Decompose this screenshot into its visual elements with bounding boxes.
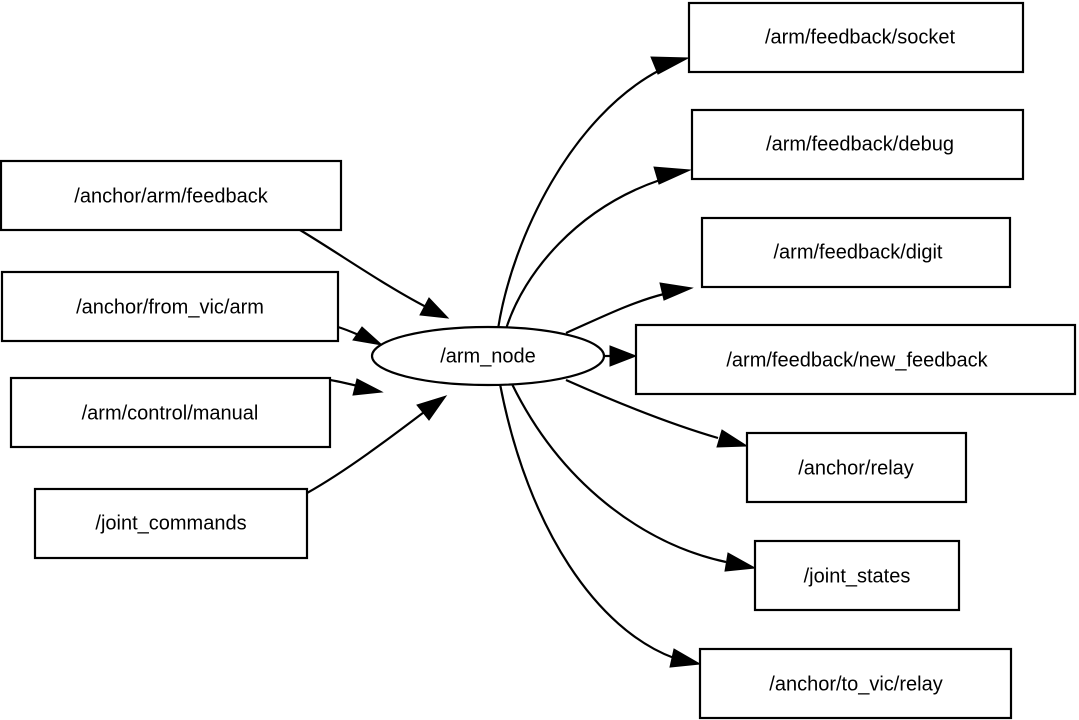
node-label: /arm_node: [440, 345, 536, 367]
node-label: /joint_commands: [95, 512, 246, 534]
arrowhead-icon: [653, 166, 692, 185]
node-box[interactable]: [745, 431, 968, 504]
edge-arm-node-to-arm-feedback-socket: [496, 56, 690, 330]
arrowhead-icon: [419, 297, 450, 319]
node-arm-control-manual[interactable]: /arm/control/manual: [9, 376, 332, 449]
arrowhead-icon: [724, 552, 757, 572]
node-arm-feedback-socket[interactable]: /arm/feedback/socket: [687, 1, 1025, 74]
node-box[interactable]: [698, 647, 1013, 720]
edge-line: [299, 229, 433, 311]
output-topic-nodes: /arm/feedback/socket /arm/feedback/debug…: [634, 1, 1077, 720]
node-box[interactable]: [700, 216, 1012, 289]
edge-arm-node-to-anchor-to-vic-relay: [498, 383, 702, 668]
node-box[interactable]: [0, 270, 340, 343]
edge-line: [511, 383, 727, 564]
node-label: /arm/feedback/digit: [774, 241, 943, 263]
edge-arm-node-to-arm-feedback-digit: [565, 282, 694, 335]
edge-arm-node-to-anchor-relay: [565, 378, 749, 448]
node-label: /arm/feedback/debug: [766, 133, 954, 155]
arrowhead-icon: [716, 429, 749, 448]
edge-arm-node-to-joint-states: [511, 383, 757, 572]
node-label: /anchor/from_vic/arm: [76, 296, 264, 318]
node-box[interactable]: [33, 487, 309, 560]
input-topic-nodes: /anchor/arm/feedback /anchor/from_vic/ar…: [0, 159, 343, 560]
edge-line: [504, 178, 661, 330]
node-label: /anchor/arm/feedback: [74, 185, 268, 207]
node-ellipse[interactable]: [370, 325, 606, 387]
arrowhead-icon: [352, 378, 384, 396]
arrowhead-icon: [659, 282, 694, 301]
edge-line: [565, 378, 719, 440]
node-arm-feedback-debug[interactable]: /arm/feedback/debug: [690, 108, 1025, 181]
node-label: /joint_states: [804, 565, 911, 587]
node-anchor-relay[interactable]: /anchor/relay: [745, 431, 968, 504]
edge-line: [498, 383, 675, 660]
arrowhead-icon: [669, 648, 702, 668]
node-label: /arm/feedback/new_feedback: [726, 349, 988, 371]
node-box[interactable]: [753, 539, 961, 612]
node-box[interactable]: [687, 1, 1025, 74]
node-arm-node[interactable]: /arm_node: [370, 325, 606, 387]
node-arm-feedback-new-feedback[interactable]: /arm/feedback/new_feedback: [634, 323, 1077, 396]
edge-line: [565, 292, 665, 335]
node-box[interactable]: [9, 376, 332, 449]
edge-joint-commands-to-arm-node: [306, 395, 448, 494]
node-label: /arm/feedback/socket: [765, 26, 956, 48]
edge-anchor-arm-feedback-to-arm-node: [299, 229, 450, 319]
edge-line: [306, 405, 433, 494]
node-joint-commands[interactable]: /joint_commands: [33, 487, 309, 560]
edge-anchor-from-vic-arm-to-arm-node: [337, 325, 384, 346]
node-box[interactable]: [690, 108, 1025, 181]
arrowhead-icon: [650, 56, 690, 75]
node-box[interactable]: [634, 323, 1077, 396]
arrowhead-icon: [609, 345, 638, 367]
node-label: /anchor/relay: [798, 457, 914, 479]
node-label: /anchor/to_vic/relay: [769, 673, 942, 695]
edge-layer: [299, 56, 757, 668]
node-anchor-to-vic-relay[interactable]: /anchor/to_vic/relay: [698, 647, 1013, 720]
node-anchor-arm-feedback[interactable]: /anchor/arm/feedback: [0, 159, 343, 232]
node-anchor-from-vic-arm[interactable]: /anchor/from_vic/arm: [0, 270, 340, 343]
edge-arm-node-to-arm-feedback-debug: [504, 166, 692, 330]
node-arm-feedback-digit[interactable]: /arm/feedback/digit: [700, 216, 1012, 289]
edge-arm-control-manual-to-arm-node: [329, 378, 384, 396]
node-box[interactable]: [0, 159, 343, 232]
arrowhead-icon: [352, 326, 384, 346]
node-joint-states[interactable]: /joint_states: [753, 539, 961, 612]
arrowhead-icon: [416, 395, 448, 421]
node-label: /arm/control/manual: [82, 402, 259, 424]
edge-arm-node-to-arm-feedback-new-feedback: [604, 345, 638, 367]
edge-line: [496, 69, 661, 330]
